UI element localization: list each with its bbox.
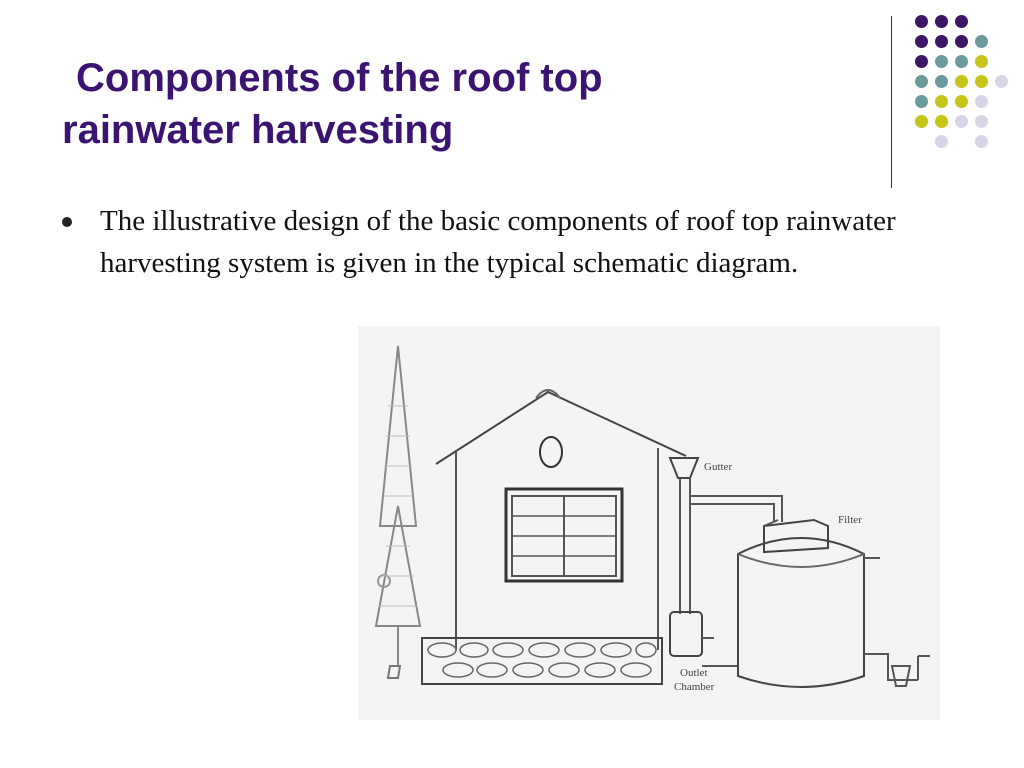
decorative-dot <box>935 75 948 88</box>
tree-drawing <box>374 345 422 679</box>
label-filter: Filter <box>838 514 862 526</box>
decorative-dot <box>935 135 948 148</box>
schematic-diagram: Gutter Filter Outlet Chamber <box>358 326 940 720</box>
bullet-dot-icon <box>62 217 72 227</box>
decorative-dot <box>935 95 948 108</box>
decorative-dot <box>915 55 928 68</box>
decorative-dot <box>975 135 988 148</box>
slide-title: Components of the roof top rainwater har… <box>62 52 862 156</box>
decorative-dot <box>955 75 968 88</box>
label-gutter: Gutter <box>704 461 732 473</box>
decorative-dot <box>955 35 968 48</box>
storage-tank-drawing <box>737 518 930 688</box>
house-drawing <box>421 389 687 685</box>
decorative-dot <box>975 75 988 88</box>
decorative-dot-grid <box>900 10 1010 170</box>
title-divider <box>891 16 892 188</box>
decorative-dot <box>975 115 988 128</box>
slide-title-line-2: rainwater harvesting <box>62 108 454 152</box>
decorative-dot <box>975 35 988 48</box>
decorative-dot <box>915 75 928 88</box>
label-outlet-line-2: Chamber <box>674 681 715 693</box>
decorative-dot <box>915 95 928 108</box>
decorative-dot <box>915 35 928 48</box>
decorative-dot <box>935 35 948 48</box>
gutter-pipe-drawing <box>668 457 783 614</box>
decorative-dot <box>975 55 988 68</box>
decorative-dot <box>935 55 948 68</box>
label-outlet-line-1: Outlet <box>680 667 708 679</box>
decorative-dot <box>915 115 928 128</box>
decorative-dot <box>975 95 988 108</box>
decorative-dot <box>915 15 928 28</box>
outlet-chamber-drawing <box>669 611 738 667</box>
decorative-dot <box>955 15 968 28</box>
decorative-dot <box>955 115 968 128</box>
decorative-dot <box>995 75 1008 88</box>
slide-title-line-1: Components of the roof top <box>76 56 603 100</box>
bullet-text: The illustrative design of the basic com… <box>100 205 896 279</box>
decorative-dot <box>955 95 968 108</box>
decorative-dot <box>935 115 948 128</box>
decorative-dot <box>935 15 948 28</box>
decorative-dot <box>955 55 968 68</box>
